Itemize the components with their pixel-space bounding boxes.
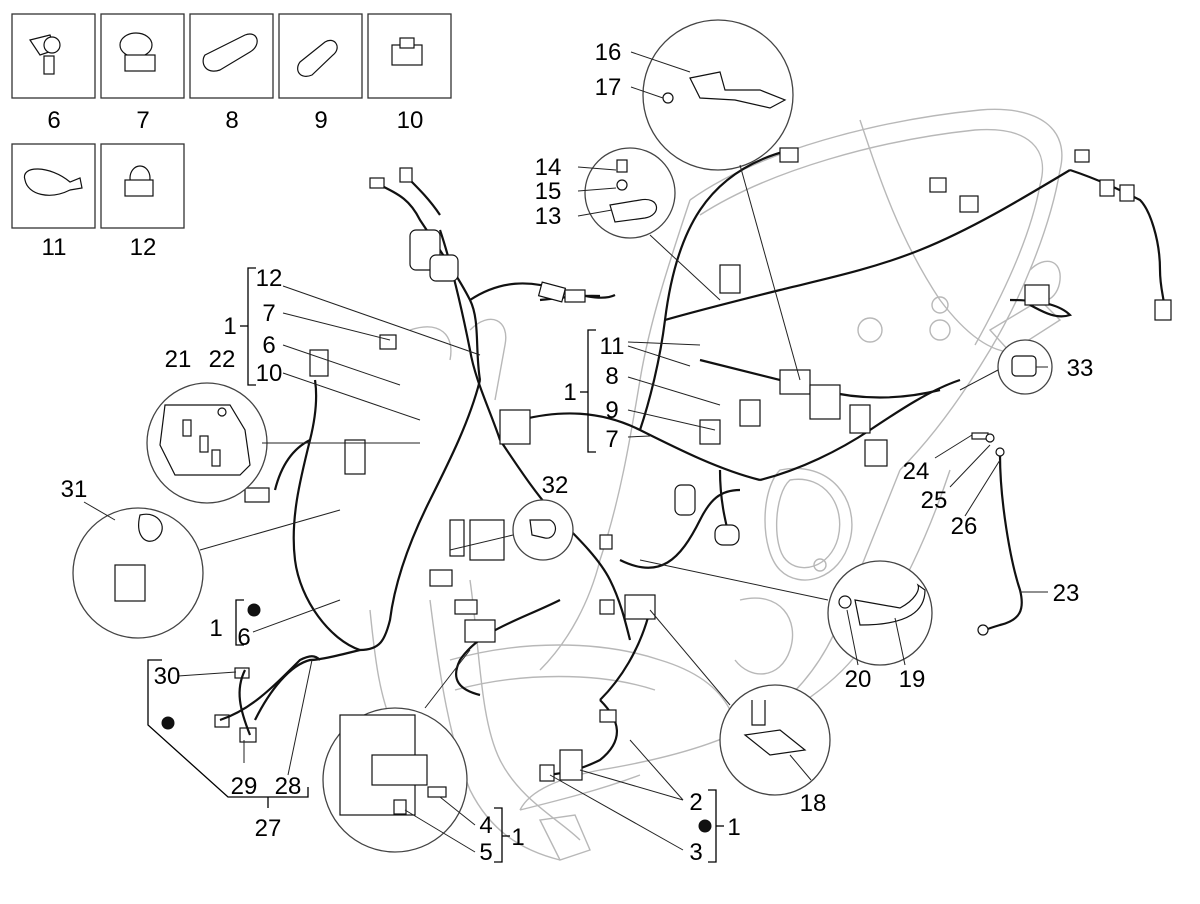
leader-lines xyxy=(83,51,1048,853)
label-part-10: 10 xyxy=(397,107,424,134)
label-part-29: 29 xyxy=(231,773,258,800)
part-box-11 xyxy=(11,143,96,229)
connector-plate-inset xyxy=(146,382,420,504)
label-group1-12: 12 xyxy=(256,265,283,292)
label-part-22: 22 xyxy=(209,346,236,373)
label-part-28: 28 xyxy=(275,773,302,800)
label-part-6: 6 xyxy=(47,107,60,134)
label-group4-assembly: 1 xyxy=(727,814,740,841)
label-part-14: 14 xyxy=(535,154,562,181)
label-part-19: 19 xyxy=(899,666,926,693)
label-part-11: 11 xyxy=(42,234,67,261)
bracket-inset-19-20 xyxy=(639,559,933,666)
group-bracket-2-3 xyxy=(698,789,724,863)
group-bracket-1-left xyxy=(240,267,256,386)
label-group2-assembly: 1 xyxy=(563,379,576,406)
label-part-16: 16 xyxy=(595,39,622,66)
label-part-31: 31 xyxy=(61,476,88,503)
label-group1-assembly: 1 xyxy=(223,313,236,340)
clamp-inset-13-14-15 xyxy=(584,147,721,301)
connector-inset-33 xyxy=(959,339,1053,395)
label-group2-9: 9 xyxy=(605,397,618,424)
label-group1-6: 6 xyxy=(262,332,275,359)
label-part-20: 20 xyxy=(845,666,872,693)
label-group5-4: 4 xyxy=(479,812,492,839)
label-part-15: 15 xyxy=(535,178,562,205)
label-part-25: 25 xyxy=(921,487,948,514)
label-part-18: 18 xyxy=(800,790,827,817)
label-group3-assembly: 1 xyxy=(209,615,222,642)
bracket-inset-18 xyxy=(649,609,831,796)
label-part-8: 8 xyxy=(225,107,238,134)
label-part-23: 23 xyxy=(1053,580,1080,607)
label-part-26: 26 xyxy=(951,513,978,540)
connector-inset-31 xyxy=(72,507,341,639)
earth-cable-23 xyxy=(971,432,1023,636)
label-part-27: 27 xyxy=(255,815,282,842)
harness-connectors xyxy=(214,147,1172,782)
label-part-17: 17 xyxy=(595,74,622,101)
callout-labels: 6 7 8 9 10 11 12 16 17 14 15 13 12 7 6 1… xyxy=(42,39,1094,866)
label-group2-8: 8 xyxy=(605,363,618,390)
label-part-21: 21 xyxy=(165,346,192,373)
label-part-13: 13 xyxy=(535,203,562,230)
label-group5-5: 5 xyxy=(479,839,492,866)
bracket-inset-16-17 xyxy=(642,19,801,381)
label-part-32: 32 xyxy=(542,472,569,499)
label-group1-7: 7 xyxy=(262,300,275,327)
label-part-9: 9 xyxy=(314,107,327,134)
label-group2-7: 7 xyxy=(605,426,618,453)
label-part-7: 7 xyxy=(136,107,149,134)
ring-terminal-32 xyxy=(449,499,574,561)
group-bracket-1-lower xyxy=(235,599,261,646)
part-box-10 xyxy=(367,13,452,99)
part-box-6 xyxy=(11,13,96,99)
label-group5-assembly: 1 xyxy=(511,824,524,851)
part-box-7 xyxy=(100,13,185,99)
label-group4-2: 2 xyxy=(689,789,702,816)
label-part-33: 33 xyxy=(1067,355,1094,382)
label-part-12: 12 xyxy=(130,234,157,261)
group-bracket-27 xyxy=(147,659,309,808)
label-group4-3: 3 xyxy=(689,839,702,866)
group-bracket-1-center xyxy=(580,329,596,453)
label-part-30: 30 xyxy=(154,663,181,690)
scooter-frame-outline xyxy=(369,108,1063,861)
label-part-24: 24 xyxy=(903,458,930,485)
group-bracket-4-5 xyxy=(494,807,510,863)
harness-piece-27 xyxy=(219,655,321,736)
label-group1-10: 10 xyxy=(256,360,283,387)
part-box-8 xyxy=(189,13,274,99)
part-box-9 xyxy=(278,13,363,99)
label-group2-11: 11 xyxy=(600,333,625,360)
label-group3-6: 6 xyxy=(237,624,250,651)
part-box-12 xyxy=(100,143,185,229)
fuse-box-inset xyxy=(322,649,471,853)
